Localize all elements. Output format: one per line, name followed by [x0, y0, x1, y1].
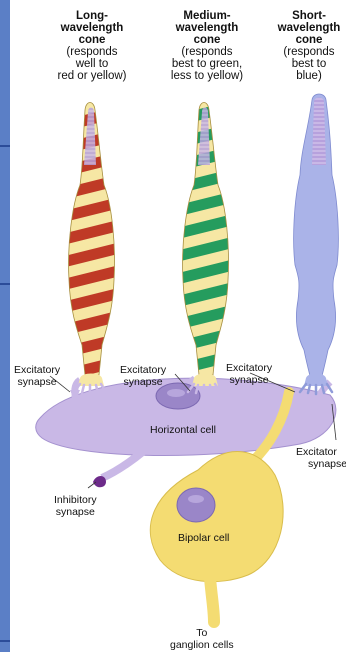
- to-ganglion-cells-label: To ganglion cells: [170, 627, 234, 651]
- inhibitory-synapse-marker: [93, 476, 106, 487]
- excitatory-synapse-label-4: Excitator synapse: [296, 446, 346, 470]
- excitatory-synapse-label-1: Excitatory synapse: [14, 364, 60, 388]
- short-wavelength-cone: [294, 94, 339, 394]
- medium-cone-title-3: cone: [162, 34, 252, 46]
- short-cone-title-3: cone: [272, 34, 346, 46]
- medium-cone-note-2: best to green,: [162, 58, 252, 70]
- long-cone-title-3: cone: [51, 34, 133, 46]
- medium-cone-header: Medium- wavelength cone (responds best t…: [162, 10, 252, 82]
- short-cone-title-1: Short-: [272, 10, 346, 22]
- long-cone-header: Long- wavelength cone (responds well to …: [51, 10, 133, 82]
- short-cone-note-2: best to: [272, 58, 346, 70]
- short-cone-note-1: (responds: [272, 46, 346, 58]
- short-cone-header: Short- wavelength cone (responds best to…: [272, 10, 346, 82]
- long-cone-title-2: wavelength: [51, 22, 133, 34]
- medium-cone-note-1: (responds: [162, 46, 252, 58]
- long-cone-title-1: Long-: [51, 10, 133, 22]
- long-cone-note-2: well to: [51, 58, 133, 70]
- excitatory-synapse-label-2: Excitatory synapse: [120, 364, 166, 388]
- short-cone-note-3: blue): [272, 70, 346, 82]
- medium-cone-title-1: Medium-: [162, 10, 252, 22]
- horizontal-cell-label: Horizontal cell: [150, 424, 216, 436]
- bipolar-cell-label: Bipolar cell: [178, 532, 229, 544]
- short-cone-title-2: wavelength: [272, 22, 346, 34]
- long-wavelength-cone: [69, 103, 115, 395]
- medium-cone-note-3: less to yellow): [162, 70, 252, 82]
- medium-cone-title-2: wavelength: [162, 22, 252, 34]
- inhibitory-synapse-label: Inhibitory synapse: [54, 494, 97, 518]
- medium-wavelength-cone: [183, 103, 229, 395]
- excitatory-synapse-label-3: Excitatory synapse: [226, 362, 272, 386]
- long-cone-note-3: red or yellow): [51, 70, 133, 82]
- long-cone-note-1: (responds: [51, 46, 133, 58]
